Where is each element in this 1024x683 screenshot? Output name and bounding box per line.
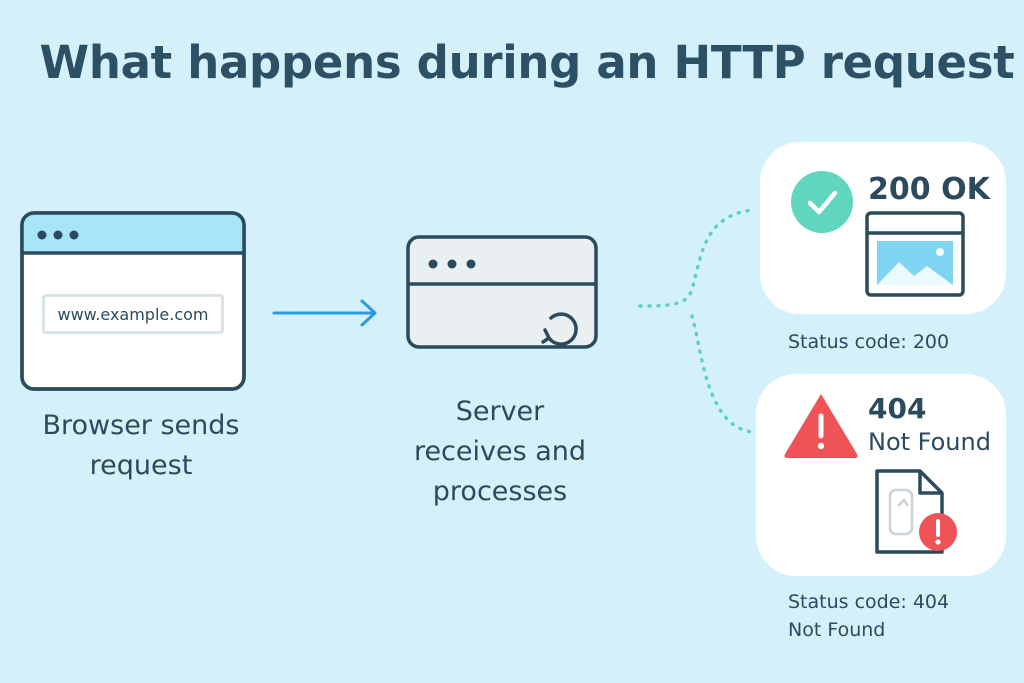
error-code-line2: Not Found <box>868 428 991 456</box>
server-caption-line3: processes <box>432 476 568 507</box>
server-caption-line1: Server <box>455 396 545 427</box>
address-bar[interactable]: www.example.com <box>42 294 224 334</box>
success-status-label: Status code: 200 <box>788 331 950 353</box>
browser-caption-line1: Browser sends <box>42 410 240 441</box>
error-status-label: Status code: 404 Not Found <box>788 588 949 644</box>
success-code-text: 200 OK <box>868 172 990 207</box>
error-status-line2: Not Found <box>788 619 886 641</box>
refresh-icon <box>541 312 578 346</box>
request-arrow-icon <box>272 298 380 328</box>
diagram-title: What happens during an HTTP request <box>39 36 1015 89</box>
address-bar-url: www.example.com <box>57 304 209 324</box>
window-dot-icon <box>37 230 47 240</box>
server-caption-line2: receives and <box>413 436 587 467</box>
server-caption: Server receives and processes <box>360 392 640 512</box>
window-dot-icon <box>69 230 79 240</box>
image-page-icon <box>864 210 968 300</box>
error-status-line1: Status code: 404 <box>788 591 950 613</box>
checkmark-icon <box>790 170 854 234</box>
window-dot-icon <box>53 230 63 240</box>
server-icon <box>405 234 601 354</box>
warning-icon <box>782 390 860 460</box>
dotted-connector <box>636 200 756 440</box>
missing-file-icon <box>872 466 962 560</box>
browser-caption-line2: request <box>89 450 193 481</box>
browser-caption: Browser sends request <box>0 406 282 486</box>
error-code-line1: 404 <box>868 392 927 425</box>
